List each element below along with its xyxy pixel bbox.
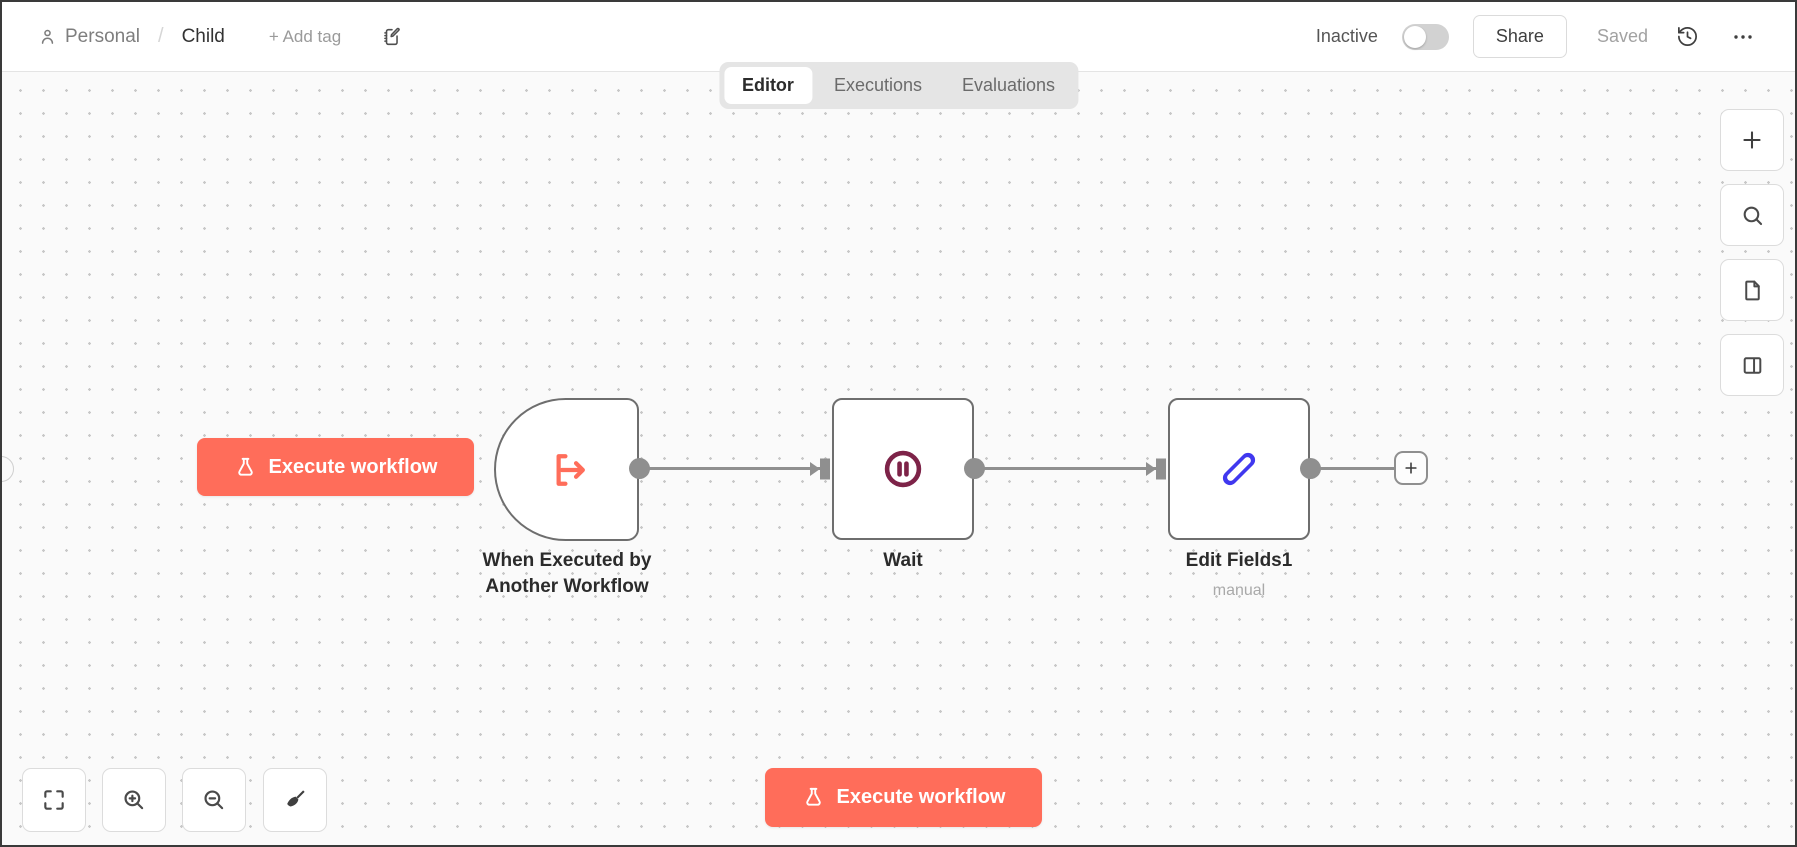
input-port[interactable]: [808, 456, 834, 482]
more-options-button[interactable]: [1727, 21, 1759, 53]
node-wait[interactable]: [832, 398, 974, 540]
breadcrumb: Personal / Child + Add tag: [38, 25, 403, 48]
execute-workflow-button[interactable]: Execute workflow: [765, 768, 1042, 827]
node-label: When Executed by Another Workflow: [482, 550, 652, 597]
save-status: Saved: [1596, 26, 1648, 46]
execute-workflow-button-canvas[interactable]: Execute workflow: [197, 438, 474, 496]
flask-icon: [802, 786, 825, 809]
pen-icon: [1216, 446, 1262, 492]
project-name: Personal: [65, 25, 140, 47]
zoom-in-button[interactable]: [102, 768, 166, 832]
view-tabs: Editor Executions Evaluations: [718, 62, 1079, 109]
tidy-up-button[interactable]: [263, 768, 327, 832]
plus-icon: [1739, 127, 1765, 153]
file-icon: [1740, 278, 1765, 303]
input-port[interactable]: [1144, 456, 1170, 482]
ellipsis-icon: [1731, 25, 1755, 49]
node-label: Wait: [883, 550, 923, 571]
tab-evaluations[interactable]: Evaluations: [962, 75, 1056, 95]
pause-circle-icon: [880, 446, 926, 492]
add-node-panel-button[interactable]: [1720, 109, 1784, 171]
connection-line: [974, 467, 1160, 470]
plus-icon: [1402, 459, 1420, 477]
history-icon: [1676, 25, 1699, 48]
add-tag-button[interactable]: + Add tag: [268, 26, 342, 46]
share-button[interactable]: Share: [1472, 15, 1567, 58]
sticky-note-button[interactable]: [1720, 259, 1784, 321]
top-bar: Personal / Child + Add tag Inactive Shar…: [2, 2, 1795, 72]
execute-workflow-label: Execute workflow: [268, 455, 438, 478]
left-panel-handle[interactable]: [2, 456, 14, 482]
top-bar-actions: Inactive Share Saved: [1316, 15, 1759, 58]
connection-line: [639, 467, 824, 470]
user-icon: [38, 27, 57, 46]
node-when-executed-by-another-workflow[interactable]: [494, 398, 639, 541]
workflow-note-button[interactable]: [381, 26, 403, 48]
node-edit-fields1[interactable]: [1168, 398, 1310, 540]
flask-icon: [234, 456, 257, 479]
workflow-name[interactable]: Child: [181, 25, 225, 47]
node-label: Edit Fields1: [1185, 550, 1293, 571]
notebook-pen-icon: [381, 26, 403, 48]
execute-workflow-trigger-icon: [548, 448, 592, 492]
zoom-out-icon: [201, 787, 227, 813]
execute-workflow-label: Execute workflow: [836, 786, 1006, 808]
tab-executions[interactable]: Executions: [833, 75, 922, 95]
broom-icon: [282, 787, 308, 813]
connection-line: [1320, 467, 1396, 470]
toggle-knob: [1403, 25, 1426, 48]
version-history-button[interactable]: [1672, 21, 1703, 52]
toggle-panel-button[interactable]: [1720, 334, 1784, 396]
output-port[interactable]: [964, 458, 985, 479]
fit-view-icon: [41, 787, 67, 813]
add-node-button[interactable]: [1394, 451, 1428, 485]
zoom-out-button[interactable]: [182, 768, 246, 832]
project-breadcrumb[interactable]: Personal: [38, 26, 140, 48]
search-button[interactable]: [1720, 184, 1784, 246]
workflow-canvas[interactable]: Execute workflow When Executed by Anothe…: [2, 72, 1795, 845]
search-icon: [1740, 203, 1765, 228]
split-panel-icon: [1740, 353, 1765, 378]
zoom-in-icon: [121, 787, 147, 813]
activate-toggle[interactable]: [1401, 23, 1449, 50]
workflow-status-label: Inactive: [1315, 26, 1378, 46]
output-port[interactable]: [629, 458, 650, 479]
fit-view-button[interactable]: [22, 768, 86, 832]
breadcrumb-separator: /: [158, 25, 164, 47]
node-subtitle: manual: [1212, 582, 1266, 599]
tab-editor[interactable]: Editor: [723, 67, 812, 104]
output-port[interactable]: [1300, 458, 1321, 479]
